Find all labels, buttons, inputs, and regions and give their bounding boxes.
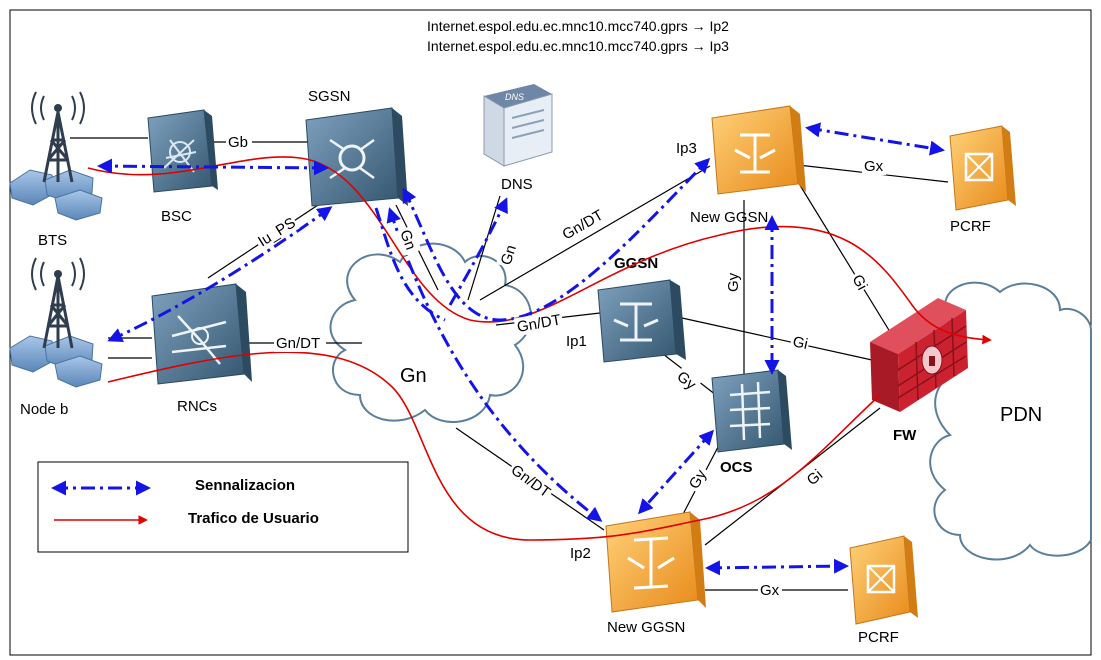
ocs-icon	[711, 369, 792, 453]
gx-bottom-label: Gx	[760, 582, 780, 599]
signaling-paths	[97, 122, 945, 576]
gn-dt-bottom-label: Gn/DT	[508, 461, 554, 501]
ggsn-icon	[597, 279, 686, 363]
bsc-icon	[147, 109, 218, 193]
new-ggsn-bottom-label: New GGSN	[607, 619, 685, 636]
new-ggsn-bottom-icon	[605, 511, 706, 613]
ocs-label: OCS	[720, 459, 753, 476]
legend-signaling-label: Sennalizacion	[195, 477, 295, 494]
rncs-label: RNCs	[177, 398, 217, 415]
pdn-label: PDN	[1000, 404, 1042, 426]
pdn-cloud	[929, 281, 1092, 561]
gn-dns-label: Gn	[498, 243, 520, 267]
legend: Sennalizacion Trafico de Usuario	[37, 461, 409, 553]
firewall-icon	[870, 298, 968, 412]
interface-labels: Gb Iu_PS Gn Gn Gn/DT Gn/DT Gn/DT Gn/DT	[226, 133, 886, 599]
ip2-label: Ip2	[570, 545, 591, 562]
apn-mapping-ip2: Internet.espol.edu.ec.mnc10.mcc740.gprs …	[427, 18, 729, 34]
gy-top-label: Gy	[725, 272, 742, 292]
ip3-label: Ip3	[676, 140, 697, 157]
gi-top-label: Gi	[848, 272, 870, 293]
gx-top-label: Gx	[864, 158, 884, 175]
pcrf-top-label: PCRF	[950, 218, 991, 235]
gn-cloud	[329, 242, 532, 423]
legend-box	[37, 461, 409, 553]
pcrf-bottom-label: PCRF	[858, 629, 899, 646]
dns-label: DNS	[501, 176, 533, 193]
apn-mapping-ip3: Internet.espol.edu.ec.mnc10.mcc740.gprs …	[427, 38, 729, 54]
new-ggsn-top-icon	[711, 105, 806, 195]
bts-tower-icon	[9, 91, 103, 221]
dns-server-icon: DNS	[483, 84, 553, 167]
gn-cloud-label: Gn	[400, 365, 427, 387]
gn-dt-top-label: Gn/DT	[560, 207, 607, 244]
sgsn-label: SGSN	[308, 88, 351, 105]
gy-mid-label: Gy	[673, 368, 699, 394]
ip1-label: Ip1	[566, 333, 587, 350]
gi-bottom-label: Gi	[804, 466, 826, 489]
bts-label: BTS	[38, 232, 67, 249]
legend-user-traffic-label: Trafico de Usuario	[188, 510, 319, 527]
gi-mid-label: Gi	[791, 333, 809, 353]
node-b-label: Node b	[20, 401, 68, 418]
pcrf-bottom-icon	[849, 535, 918, 625]
gb-label: Gb	[228, 134, 248, 151]
fw-label: FW	[893, 427, 917, 444]
node-b-tower-icon	[9, 257, 103, 388]
dns-icon-text: DNS	[505, 92, 524, 102]
bsc-label: BSC	[161, 208, 192, 225]
gn-dt-rnc-label: Gn/DT	[276, 335, 320, 352]
new-ggsn-top-label: New GGSN	[690, 209, 768, 226]
gn-sgsn-label: Gn	[396, 228, 419, 253]
pcrf-top-icon	[949, 125, 1016, 211]
